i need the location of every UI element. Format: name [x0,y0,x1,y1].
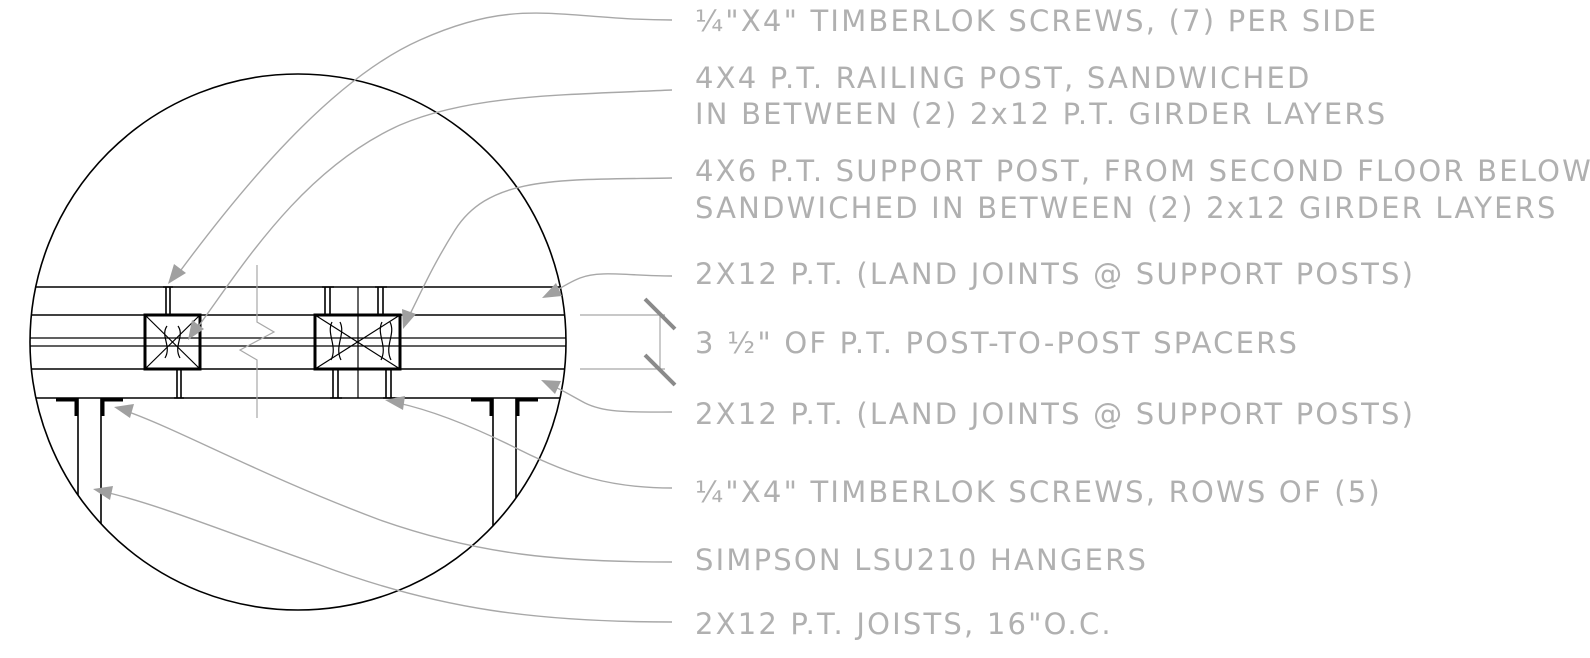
callout-joists: 2X12 P.T. JOISTS, 16"O.C. [695,607,1113,641]
leader-girder-bottom [552,385,673,413]
callout-girder-bottom: 2X12 P.T. (LAND JOINTS @ SUPPORT POSTS) [695,397,1415,431]
hanger-left [56,398,123,416]
callout-railing-post-line1: 4X4 P.T. RAILING POST, SANDWICHED [695,61,1312,95]
support-screw-bottom-b [383,369,395,399]
railing-post-section [143,286,202,399]
dimension-tick-bottom [643,353,677,387]
support-screw-top-a [322,286,334,315]
leader-girder-top [553,273,673,293]
detail-circle [29,73,567,611]
railing-screw-bottom [174,369,184,399]
railing-post-x2 [144,314,201,370]
spacer-dimension [580,297,677,387]
leader-screws-rows [397,402,673,489]
leader-railing-post [194,89,673,332]
callout-support-post-line2: SANDWICHED IN BETWEEN (2) 2x12 GIRDER LA… [695,191,1558,225]
dimension-tick-top [643,297,677,331]
arrow-girder-bottom [541,380,561,394]
support-post-screw-a [329,321,334,361]
railing-post-outline [143,313,202,371]
support-post-screw-c [379,321,384,361]
leader-joists [104,491,673,623]
callouts: ¼"X4" TIMBERLOK SCREWS, (7) PER SIDE 4X4… [695,4,1590,641]
arrow-joists [93,486,113,500]
callout-support-post-line1: 4X6 P.T. SUPPORT POST, FROM SECOND FLOOR… [695,154,1590,188]
leader-lines [93,12,673,623]
support-post-screw-d [388,321,393,361]
break-line [238,265,276,418]
support-post-section [313,286,402,399]
arrow-screws-rows [385,396,405,410]
arrow-support-post [402,309,416,329]
arrow-railing-post [188,320,204,340]
railing-screw-top [163,286,173,315]
callout-girder-top: 2X12 P.T. (LAND JOINTS @ SUPPORT POSTS) [695,257,1415,291]
callout-spacers: 3 ½" OF P.T. POST-TO-POST SPACERS [695,326,1299,360]
leader-support-post [407,177,673,319]
support-post-screw-b [338,321,343,361]
leader-hangers [125,410,673,563]
support-screw-bottom-a [330,369,342,399]
railing-post-screw-b [177,325,181,359]
hanger-right [471,398,538,416]
callout-screws-top: ¼"X4" TIMBERLOK SCREWS, (7) PER SIDE [695,4,1378,38]
leader-screws-top [177,12,673,275]
callout-hangers: SIMPSON LSU210 HANGERS [695,543,1148,577]
arrow-hangers [114,404,134,418]
support-screw-top-b [375,286,387,315]
arrow-screws-top [168,264,186,284]
section-geometry [30,265,566,610]
callout-railing-post-line2: IN BETWEEN (2) 2x12 P.T. GIRDER LAYERS [695,97,1387,131]
arrow-girder-top [542,283,562,298]
callout-screws-rows: ¼"X4" TIMBERLOK SCREWS, ROWS OF (5) [695,475,1382,509]
railing-post-screw-a [164,325,168,359]
